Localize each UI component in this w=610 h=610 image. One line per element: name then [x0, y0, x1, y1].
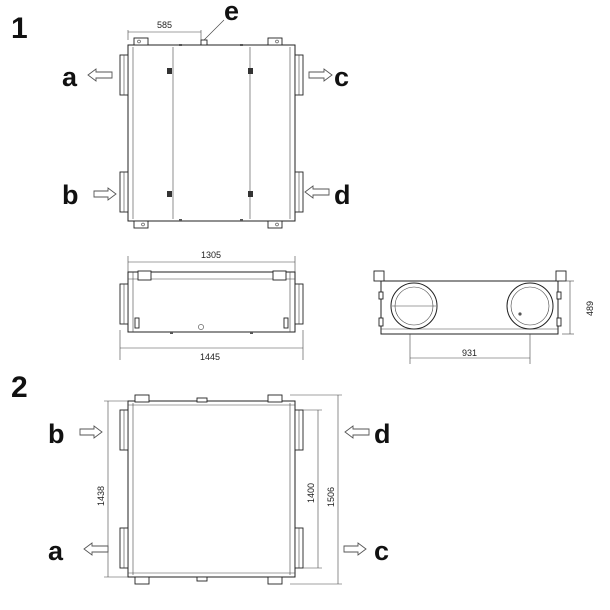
- dim-931: 931: [462, 348, 477, 358]
- dim-489: 489: [585, 301, 595, 316]
- arrow-in-d-view2: [344, 425, 370, 439]
- label-c-view1: c: [334, 62, 349, 92]
- arrow-out-c-view2: [343, 542, 367, 556]
- unit-body-side: [380, 280, 559, 335]
- view1-number: 1: [11, 12, 28, 45]
- view1-side: 931 489: [373, 270, 595, 364]
- duct-circle-right: [506, 282, 554, 330]
- dim-1506: 1506: [326, 487, 336, 507]
- label-b-view2: b: [48, 419, 65, 449]
- dim-1438: 1438: [96, 486, 106, 506]
- unit-body-view2: [127, 400, 296, 578]
- arrow-out-c: [308, 68, 333, 82]
- label-e: e: [224, 0, 239, 26]
- arrow-in-b: [93, 187, 117, 201]
- duct-circle-left: [390, 282, 438, 330]
- view1-front: 1305 1445: [119, 250, 304, 362]
- arrow-out-a-view2: [83, 542, 109, 556]
- label-d-view2: d: [374, 419, 391, 449]
- label-a-view2: a: [48, 536, 64, 566]
- arrow-in-d: [304, 185, 330, 199]
- view2-top: 2 1438 1400 1506: [11, 371, 391, 585]
- dim-1305: 1305: [201, 250, 221, 260]
- unit-body-top: [127, 44, 296, 222]
- arrow-out-a: [87, 68, 113, 82]
- label-b-view1: b: [62, 180, 79, 210]
- unit-body-front: [127, 271, 296, 333]
- view2-number: 2: [11, 371, 28, 404]
- view1-top: 1 e 585: [11, 0, 351, 229]
- label-c-view2: c: [374, 536, 389, 566]
- dim-585: 585: [157, 20, 172, 30]
- arrow-in-b-view2: [79, 425, 103, 439]
- dim-1400: 1400: [306, 483, 316, 503]
- label-a-view1: a: [62, 62, 78, 92]
- dim-1445: 1445: [200, 352, 220, 362]
- label-d-view1: d: [334, 180, 351, 210]
